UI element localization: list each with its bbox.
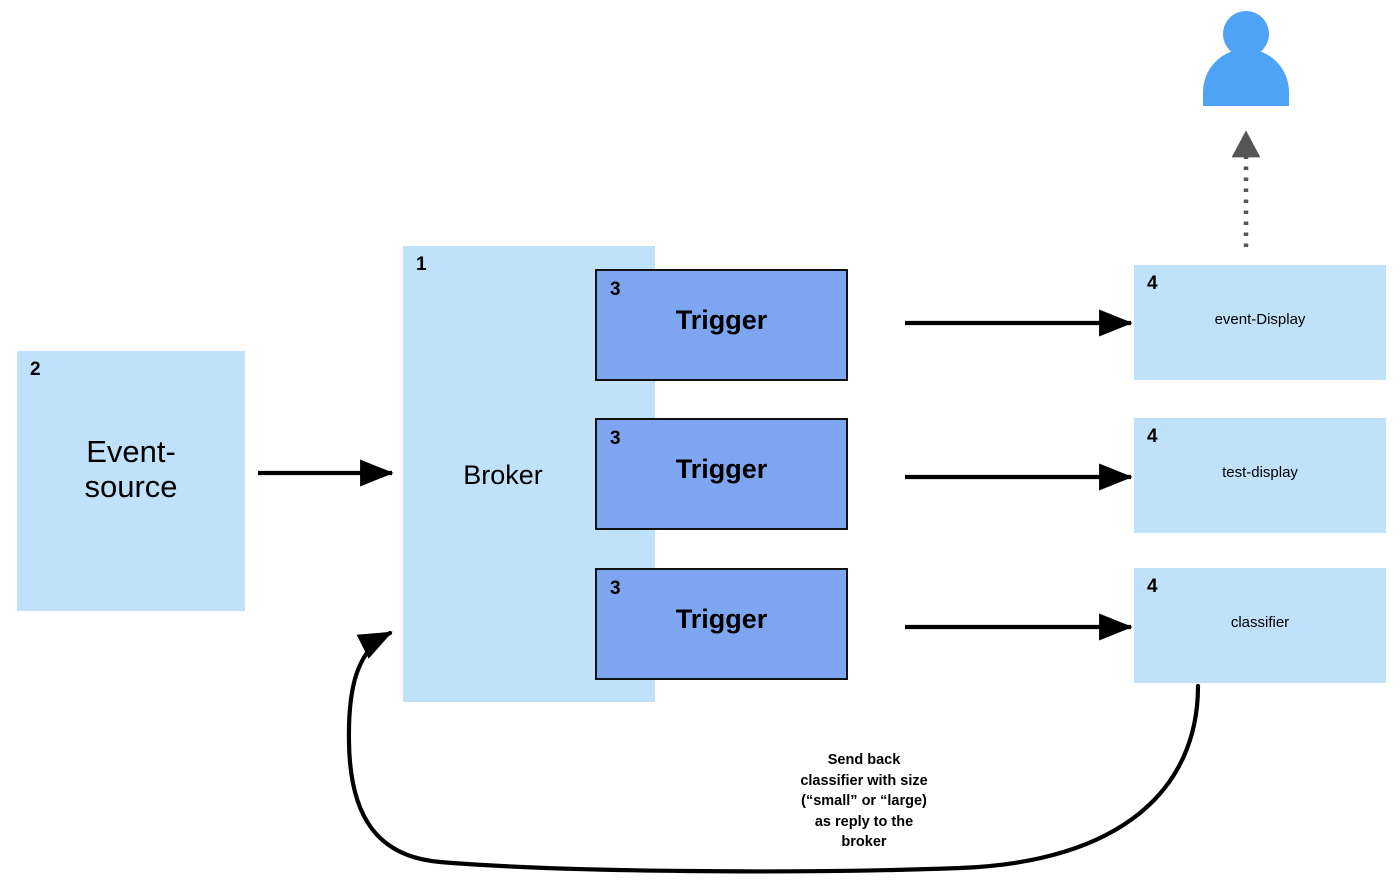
caption-line-4: as reply to the — [814, 813, 914, 830]
node-test-display[interactable]: 4 test-display — [1134, 418, 1386, 533]
node-trigger-2[interactable]: 3 Trigger — [595, 418, 848, 530]
event-source-label-line1: Event- — [86, 434, 176, 469]
step-badge-3: 3 — [610, 428, 621, 449]
trigger-3-label: Trigger — [675, 604, 768, 634]
step-badge-4: 4 — [1147, 576, 1158, 597]
step-badge-3: 3 — [610, 279, 621, 300]
node-event-display[interactable]: 4 event-Display — [1134, 265, 1386, 380]
step-badge-4: 4 — [1147, 426, 1158, 447]
event-source-label-line2: source — [84, 468, 178, 504]
return-arrow-caption: Send back classifier with size (“small” … — [766, 750, 962, 853]
node-event-source[interactable]: 2 Event- source — [17, 351, 245, 611]
node-classifier[interactable]: 4 classifier — [1134, 568, 1386, 683]
node-trigger-3[interactable]: 3 Trigger — [595, 568, 848, 680]
caption-line-5: broker — [841, 834, 887, 851]
trigger-1-label: Trigger — [675, 305, 768, 335]
step-badge-4: 4 — [1147, 273, 1158, 294]
broker-label: Broker — [463, 460, 543, 490]
event-display-label: event-Display — [1214, 311, 1306, 328]
node-trigger-1[interactable]: 3 Trigger — [595, 269, 848, 381]
trigger-2-label: Trigger — [675, 454, 768, 484]
event-source-label: Event- source — [17, 434, 245, 504]
test-display-label: test-display — [1222, 464, 1298, 481]
step-badge-3: 3 — [610, 578, 621, 599]
step-badge-1: 1 — [416, 254, 427, 275]
caption-line-2: classifier with size — [800, 772, 928, 789]
person-icon — [1203, 11, 1289, 106]
step-badge-2: 2 — [30, 359, 41, 380]
caption-line-3: (“small” or “large) — [801, 793, 927, 810]
curved-arrow-icon — [346, 630, 1201, 874]
classifier-label: classifier — [1230, 614, 1290, 631]
caption-line-1: Send back — [827, 752, 901, 768]
